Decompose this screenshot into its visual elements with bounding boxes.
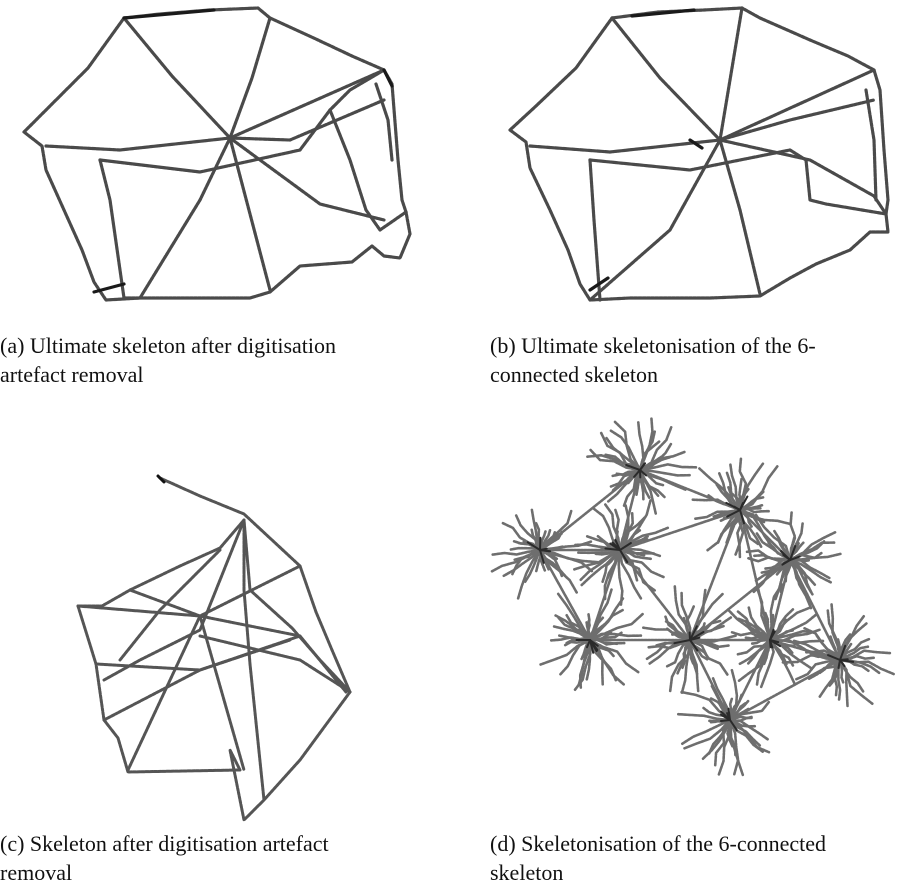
skeleton-graph-b bbox=[490, 0, 911, 320]
spoke-a-9 bbox=[100, 160, 124, 298]
caption-b-line2: connected skeleton bbox=[490, 360, 911, 389]
boundary-a bbox=[24, 8, 410, 300]
spoke-b-6 bbox=[590, 140, 720, 300]
boundary-b bbox=[510, 8, 888, 300]
spoke-c-1 bbox=[78, 606, 346, 692]
spoke-a-12 bbox=[376, 84, 392, 160]
caption-d-line2: skeleton bbox=[490, 858, 911, 887]
spoke-b-2 bbox=[720, 8, 742, 140]
spoke-a-2 bbox=[230, 18, 270, 138]
skeleton-graph-d bbox=[490, 390, 911, 810]
panel-d-image bbox=[490, 390, 911, 810]
caption-b-line1: (b) Ultimate skeletonisation of the 6- bbox=[490, 331, 911, 360]
spoke-c-4 bbox=[130, 590, 244, 770]
spoke-b-7 bbox=[720, 140, 886, 214]
spoke-a-3 bbox=[46, 138, 230, 150]
spoke-b-12 bbox=[866, 90, 876, 200]
tail-tip-c bbox=[158, 476, 164, 482]
caption-c-line2: removal bbox=[0, 858, 440, 887]
caption-c: (c) Skeleton after digitisation artefact… bbox=[0, 829, 440, 887]
spoke-b-9 bbox=[590, 160, 600, 300]
spoke-b-10 bbox=[590, 150, 806, 170]
skeleton-graph-a bbox=[0, 0, 440, 320]
panel-c-image bbox=[0, 420, 440, 810]
spoke-a-5 bbox=[230, 100, 384, 140]
spoke-c-6 bbox=[104, 636, 300, 720]
dark-edge-a-3 bbox=[384, 70, 392, 86]
caption-c-line1: (c) Skeleton after digitisation artefact bbox=[0, 829, 440, 858]
skeleton-core-stroke bbox=[540, 550, 550, 551]
caption-d: (d) Skeletonisation of the 6-connected s… bbox=[490, 829, 911, 887]
spoke-b-1 bbox=[612, 18, 720, 140]
caption-a: (a) Ultimate skeleton after digitisation… bbox=[0, 331, 440, 389]
skeleton-core-stroke bbox=[840, 659, 848, 660]
caption-d-line1: (d) Skeletonisation of the 6-connected bbox=[490, 829, 911, 858]
skeleton-connector bbox=[690, 640, 730, 720]
spoke-a-4 bbox=[230, 70, 384, 138]
panel-a-image bbox=[0, 0, 440, 320]
caption-b: (b) Ultimate skeletonisation of the 6- c… bbox=[490, 331, 911, 389]
spoke-a-7 bbox=[230, 138, 384, 220]
skeleton-graph-c bbox=[0, 420, 440, 810]
spoke-a-1 bbox=[124, 18, 230, 138]
skeleton-cores-d bbox=[528, 463, 854, 730]
skeleton-branches-d bbox=[492, 418, 894, 775]
spoke-a-10 bbox=[100, 70, 384, 172]
dark-edge-a-1 bbox=[124, 10, 214, 18]
spoke-a-6 bbox=[124, 138, 230, 298]
panel-b-image bbox=[490, 0, 911, 320]
skeleton-branch bbox=[740, 508, 760, 510]
caption-a-line1: (a) Ultimate skeleton after digitisation bbox=[0, 331, 440, 360]
skeleton-connector bbox=[620, 550, 690, 640]
caption-a-line2: artefact removal bbox=[0, 360, 440, 389]
